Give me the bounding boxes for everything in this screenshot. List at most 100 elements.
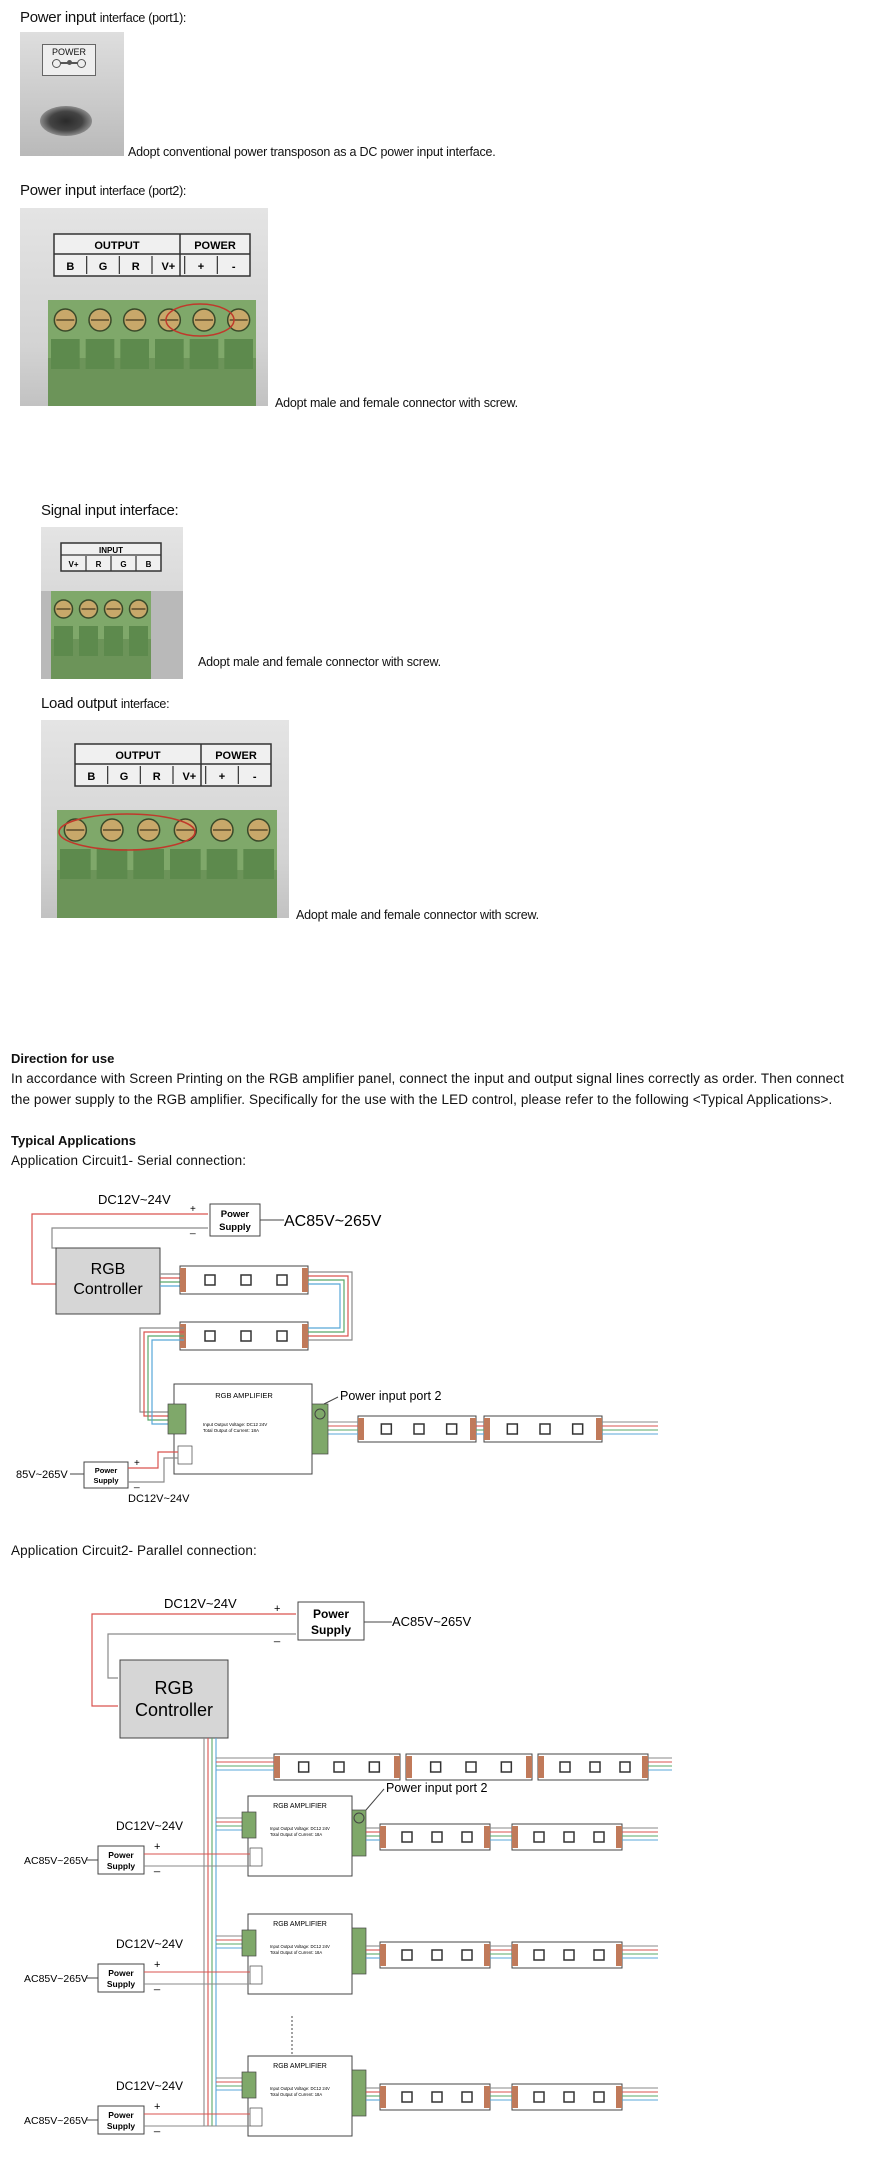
heading-main: Load output [41, 695, 117, 712]
input-terminal [241, 1811, 257, 1839]
power-supply-label: Power [95, 1466, 118, 1475]
terminal-slot [243, 849, 274, 879]
heading-load-output: Load output interface: [41, 695, 170, 712]
heading-suffix: interface (port1): [99, 11, 187, 25]
strip-connector [538, 1756, 544, 1778]
led-chip-icon [333, 1761, 345, 1773]
led-chip-icon [401, 2091, 413, 2103]
strip-connector [380, 1944, 386, 1966]
terminal-slot [96, 849, 128, 879]
dc-label: DC12V~24V [98, 1192, 171, 1207]
amplifier-spec: Input Output Voltage: DC12 24V [270, 1944, 330, 1949]
circuit1-diagram: DC12V~24V + _ Power Supply AC85V~265V RG… [16, 1192, 658, 1505]
rgb-controller-label: RGB [91, 1261, 126, 1278]
circuit2-label: Application Circuit2- Parallel connectio… [11, 1543, 257, 1558]
led-strip [511, 2083, 623, 2111]
led-chip-icon [431, 1831, 443, 1843]
terminal-slot [79, 626, 98, 656]
led-chip-icon [571, 1423, 584, 1435]
output-terminal [351, 2069, 367, 2117]
led-chip-icon [413, 1423, 425, 1435]
minus-sign: _ [153, 1979, 161, 1991]
caption-power-port2: Adopt male and female connector with scr… [275, 396, 518, 410]
dc-label: DC12V~24V [116, 2079, 183, 2093]
strip-connector [180, 1268, 186, 1292]
pin-label: V+ [161, 261, 175, 273]
led-strip [511, 1823, 623, 1851]
led-chip-icon [500, 1761, 513, 1773]
led-chip-icon [539, 1423, 551, 1435]
led-strip [379, 1941, 491, 1969]
direction-title: Direction for use [11, 1051, 115, 1066]
pin-label: G [99, 261, 108, 273]
pin-label: R [96, 560, 102, 569]
dc-label: DC12V~24V [116, 1937, 183, 1951]
power-port2-label: Power input port 2 [340, 1389, 441, 1403]
led-strip [273, 1753, 401, 1781]
led-chip-icon [276, 1330, 288, 1342]
power-terminal [249, 1965, 263, 1985]
power-supply-box [97, 1845, 145, 1875]
led-chip-icon [533, 1831, 545, 1843]
pin-label: + [219, 771, 225, 783]
led-chip-icon [380, 1423, 393, 1435]
direction-text: In accordance with Screen Printing on th… [11, 1068, 877, 1110]
power-supply-label: Power [108, 1850, 134, 1860]
amplifier-spec: Input Output Voltage: DC12 24V [270, 2086, 330, 2091]
power-supply-label: Power [221, 1209, 250, 1220]
power-supply-label: Supply [311, 1623, 351, 1637]
strip-connector [512, 1826, 518, 1848]
port-arrow [365, 1788, 385, 1811]
rgb-amplifier-box [247, 1913, 353, 1995]
heading-signal-input: Signal input interface: [41, 502, 179, 519]
led-chip-icon [368, 1761, 381, 1773]
caption-load-output: Adopt male and female connector with scr… [296, 908, 539, 922]
led-chip-icon [204, 1274, 216, 1286]
minus-sign: _ [153, 1861, 161, 1873]
led-chip-icon [297, 1761, 310, 1773]
input-terminal [241, 1929, 257, 1957]
dc-jack-icon [40, 106, 92, 136]
direction-line2: the power supply to the RGB amplifier. S… [11, 1092, 833, 1107]
pin-label: V+ [182, 771, 196, 783]
ac-label: AC85V~265V [24, 2115, 88, 2127]
power-supply-label: Supply [107, 1979, 136, 1989]
led-chip-icon [533, 2091, 545, 2103]
power-supply-label: Supply [93, 1476, 119, 1485]
led-chip-icon [563, 1831, 575, 1843]
led-chip-icon [559, 1761, 571, 1773]
strip-connector [512, 1944, 518, 1966]
led-chip-icon [240, 1274, 252, 1286]
led-chip-icon [431, 2091, 443, 2103]
rgb-controller-label: Controller [73, 1281, 143, 1298]
amplifier-label: RGB AMPLIFIER [273, 1803, 327, 1810]
pin-label: - [232, 261, 236, 273]
rgb-controller-label: Controller [135, 1700, 213, 1720]
amplifier-spec: Total Output of Current: 18A [270, 2092, 322, 2097]
strip-connector [596, 1418, 602, 1440]
terminal-slot [224, 339, 253, 369]
strip-connector [484, 1944, 490, 1966]
led-strip [537, 1753, 649, 1781]
pin-label: G [120, 560, 126, 569]
minus-sign: _ [133, 1478, 140, 1489]
heading-main: Power input [20, 9, 96, 26]
led-chip-icon [401, 1949, 413, 1961]
strip-connector [484, 1418, 490, 1440]
led-chip-icon [429, 1761, 442, 1773]
amplifier-spec: Total Output of Current: 18A [270, 1832, 322, 1837]
pin-label: B [146, 560, 152, 569]
photo-power-port1: POWER [20, 32, 124, 156]
direction-line1: In accordance with Screen Printing on th… [11, 1071, 844, 1086]
power-supply-box [297, 1601, 365, 1641]
terminal-slot [85, 339, 115, 369]
led-chip-icon [461, 1831, 473, 1843]
pin-label: V+ [68, 560, 78, 569]
led-chip-icon [240, 1330, 252, 1342]
amplifier-label: RGB AMPLIFIER [273, 2063, 327, 2070]
terminal-slot [104, 626, 123, 656]
strip-connector [616, 1826, 622, 1848]
